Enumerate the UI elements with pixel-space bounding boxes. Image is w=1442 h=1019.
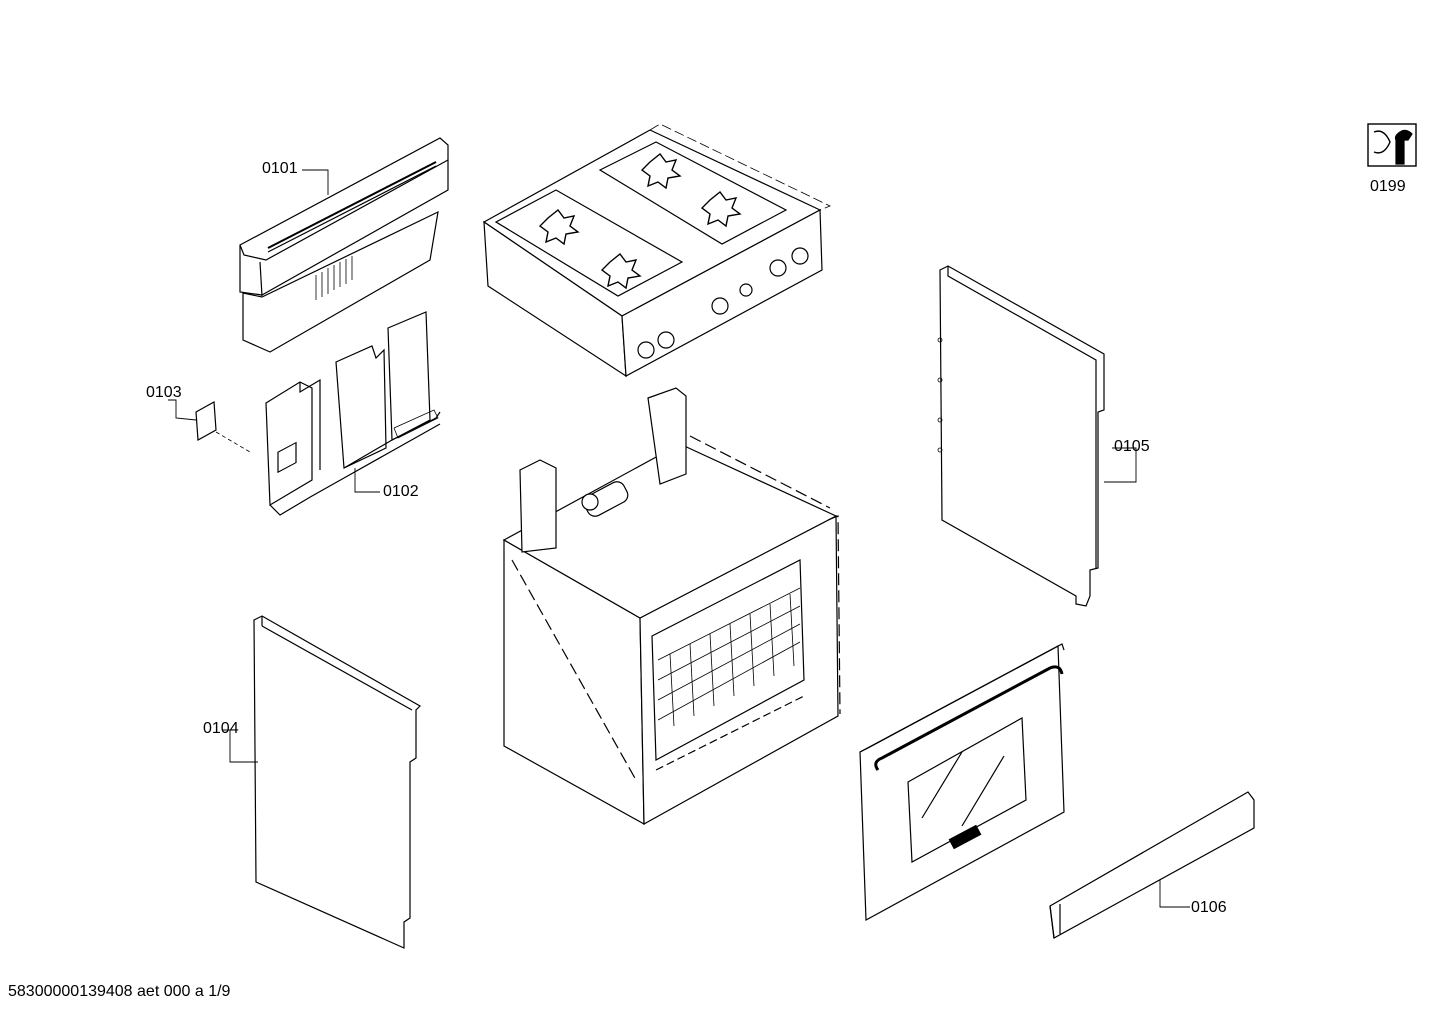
part-label-0101[interactable]: 0101: [262, 160, 298, 177]
part-0101-back-panel[interactable]: [239, 137, 449, 353]
part-0103-cover-plate[interactable]: [195, 401, 251, 453]
part-0104-left-side-panel[interactable]: [253, 615, 421, 949]
part-label-0199[interactable]: 0199: [1370, 178, 1406, 195]
oven-door: [859, 643, 1065, 921]
part-label-0105[interactable]: 0105: [1114, 438, 1150, 455]
part-0105-right-side-panel[interactable]: [937, 265, 1105, 607]
burner-icon: [538, 153, 742, 290]
part-0102-rear-bracket[interactable]: [265, 311, 441, 516]
oven-body: [502, 387, 841, 826]
cooktop-assembly: [482, 123, 831, 378]
knob-icon: [637, 247, 809, 359]
part-label-0102[interactable]: 0102: [383, 483, 419, 500]
part-label-0106[interactable]: 0106: [1191, 899, 1227, 916]
drawing-reference-footer: 58300000139408 aet 000 a 1/9: [8, 983, 231, 1000]
convection-motor-icon: [581, 481, 629, 517]
part-0106-kick-plate[interactable]: [1049, 791, 1255, 939]
part-label-0104[interactable]: 0104: [203, 720, 239, 737]
wrench-icon[interactable]: [1367, 123, 1417, 167]
part-label-0103[interactable]: 0103: [146, 384, 182, 401]
